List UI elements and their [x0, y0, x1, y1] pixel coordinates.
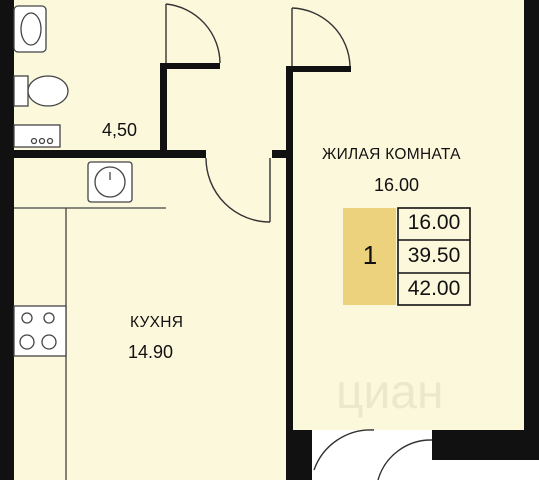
- toilet-icon: [13, 75, 69, 107]
- total-area-value: 39.50: [407, 244, 461, 267]
- wall-bath-kitchen: [14, 150, 206, 158]
- rooms-count-box: [343, 208, 396, 305]
- stove-icon: [13, 305, 67, 357]
- wall-living-left-lower: [286, 152, 293, 430]
- kitchen-area: 14.90: [128, 342, 174, 362]
- door-swing-icon: [205, 157, 271, 223]
- wall-bath-right: [160, 63, 167, 152]
- washbasin-icon: [13, 5, 47, 53]
- living-room-area: 16.00: [374, 175, 420, 195]
- bathroom-area: 4,50: [102, 120, 138, 140]
- kitchen-fixtures: [13, 161, 166, 480]
- door-swing-icon: [377, 439, 433, 480]
- wall-living-left: [286, 70, 293, 152]
- wall-left: [0, 0, 14, 480]
- wall-bottom-right: [432, 430, 539, 460]
- kitchen-sink-icon: [87, 161, 133, 203]
- wall-hall-stub-top: [160, 63, 220, 69]
- door-swing-icon: [291, 7, 351, 67]
- overall-area-value: 42.00: [407, 277, 461, 300]
- area-summary-table: [343, 207, 471, 306]
- wall-kitchen-stub: [272, 150, 292, 158]
- living-area-value: 16.00: [407, 211, 461, 234]
- rooms-count: 1: [362, 240, 378, 270]
- sink-icon: [13, 124, 61, 148]
- bathroom-fixtures: [13, 5, 69, 148]
- wall-living-stub: [286, 66, 351, 72]
- watermark: циан: [336, 366, 444, 419]
- doors: [165, 3, 433, 480]
- living-room-name: ЖИЛАЯ КОМНАТА: [322, 146, 461, 163]
- door-swing-icon: [313, 429, 375, 471]
- door-swing-icon: [165, 3, 221, 64]
- wall-bottom-mid: [286, 430, 312, 480]
- kitchen-name: КУХНЯ: [130, 314, 184, 331]
- wall-right: [524, 0, 539, 430]
- floor-hallway: [166, 0, 291, 480]
